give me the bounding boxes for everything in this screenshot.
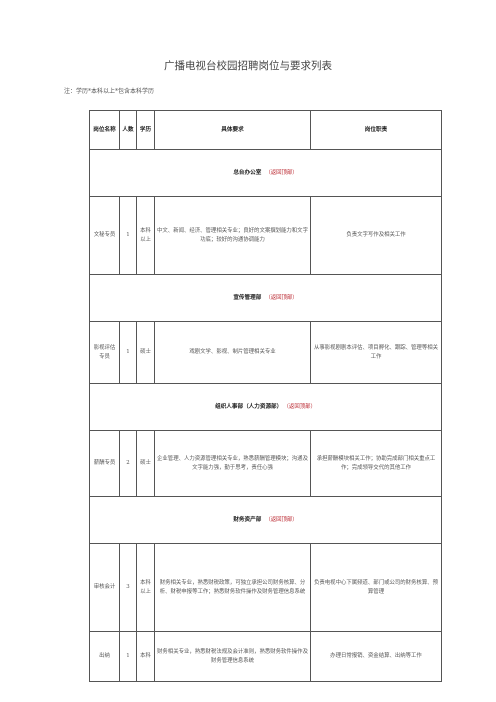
education-cell: 本科以上	[136, 543, 155, 632]
duties-cell: 承担薪酬模块相关工作；协助完成部门相关重点工作；完成领导交代的其他工作	[310, 430, 442, 497]
job-table: 岗位名称 人数 学历 具体要求 岗位职责 总台办公室（返回顶部） 文秘专员 1 …	[89, 110, 442, 682]
education-cell: 硕士	[136, 430, 155, 497]
duties-cell: 办理日常报销、资金结算、出纳等工作	[310, 631, 442, 682]
count-cell: 1	[119, 196, 137, 275]
count-cell: 2	[119, 430, 137, 497]
page-title: 广播电视台校园招聘岗位与要求列表	[164, 60, 332, 72]
header-count: 人数	[119, 110, 137, 150]
header-requirements: 具体要求	[154, 110, 311, 150]
header-education: 学历	[136, 110, 155, 150]
back-to-top-link[interactable]: （返回顶部）	[265, 516, 298, 523]
table-row: 影视评估专员 1 硕士 戏剧文学、影视、制片管理相关专业 从事影视剧剧本评估、项…	[89, 321, 442, 384]
position-cell: 审核会计	[89, 543, 120, 632]
position-cell: 影视评估专员	[89, 321, 120, 384]
table-row: 审核会计 3 本科以上 财务相关专业，熟悉财税政策，可独立承担公司财务核算、分析…	[89, 543, 442, 632]
requirements-cell: 财务相关专业，熟悉财税政策，可独立承担公司财务核算、分析、财税申报等工作；熟悉财…	[154, 543, 311, 632]
header-position: 岗位名称	[89, 110, 120, 150]
education-note: 注：学历*本科以上*包含本科学历	[64, 88, 155, 95]
education-cell: 硕士	[136, 321, 155, 384]
requirements-cell: 企业管理、人力资源管理相关专业，熟悉薪酬管理模块；沟通及文字能力强，勤于思考，责…	[154, 430, 311, 497]
duties-cell: 负责电视中心下属频道、部门或公司的财务核算、预算管理	[310, 543, 442, 632]
header-duties: 岗位职责	[310, 110, 442, 150]
section-name: 财务资产部	[233, 516, 262, 523]
section-row: 财务资产部（返回顶部）	[89, 496, 442, 544]
duties-cell: 从事影视剧剧本评估、项目孵化、跟踪、管理等相关工作	[310, 321, 442, 384]
requirements-cell: 中文、新闻、经济、管理相关专业；良好的文案撰划能力和文字功底；较好的沟通协调能力	[154, 196, 311, 275]
duties-cell: 负责文字写作及相关工作	[310, 196, 442, 275]
table-row: 出纳 1 本科 财务相关专业，熟悉财税法规及会计准则，熟悉财务软件操作及财务管理…	[89, 631, 442, 682]
section-name: 总台办公室	[233, 169, 262, 176]
requirements-cell: 财务相关专业，熟悉财税法规及会计准则，熟悉财务软件操作及财务管理信息系统	[154, 631, 311, 682]
section-row: 总台办公室（返回顶部）	[89, 149, 442, 197]
back-to-top-link[interactable]: （返回顶部）	[286, 403, 316, 410]
count-cell: 3	[119, 543, 137, 632]
table-row: 文秘专员 1 本科以上 中文、新闻、经济、管理相关专业；良好的文案撰划能力和文字…	[89, 196, 442, 275]
section-name: 组织人事部（人力资源部）	[215, 403, 283, 410]
section-name: 宣传管理部	[233, 294, 262, 301]
table-header-row: 岗位名称 人数 学历 具体要求 岗位职责	[89, 110, 442, 150]
count-cell: 1	[119, 321, 137, 384]
table-row: 薪酬专员 2 硕士 企业管理、人力资源管理相关专业，熟悉薪酬管理模块；沟通及文字…	[89, 430, 442, 497]
count-cell: 1	[119, 631, 137, 682]
education-cell: 本科	[136, 631, 155, 682]
requirements-cell: 戏剧文学、影视、制片管理相关专业	[154, 321, 311, 384]
position-cell: 出纳	[89, 631, 120, 682]
position-cell: 文秘专员	[89, 196, 120, 275]
section-row: 宣传管理部（返回顶部）	[89, 274, 442, 322]
position-cell: 薪酬专员	[89, 430, 120, 497]
education-cell: 本科以上	[136, 196, 155, 275]
back-to-top-link[interactable]: （返回顶部）	[265, 294, 298, 301]
back-to-top-link[interactable]: （返回顶部）	[265, 169, 298, 176]
section-row: 组织人事部（人力资源部）（返回顶部）	[89, 383, 442, 431]
